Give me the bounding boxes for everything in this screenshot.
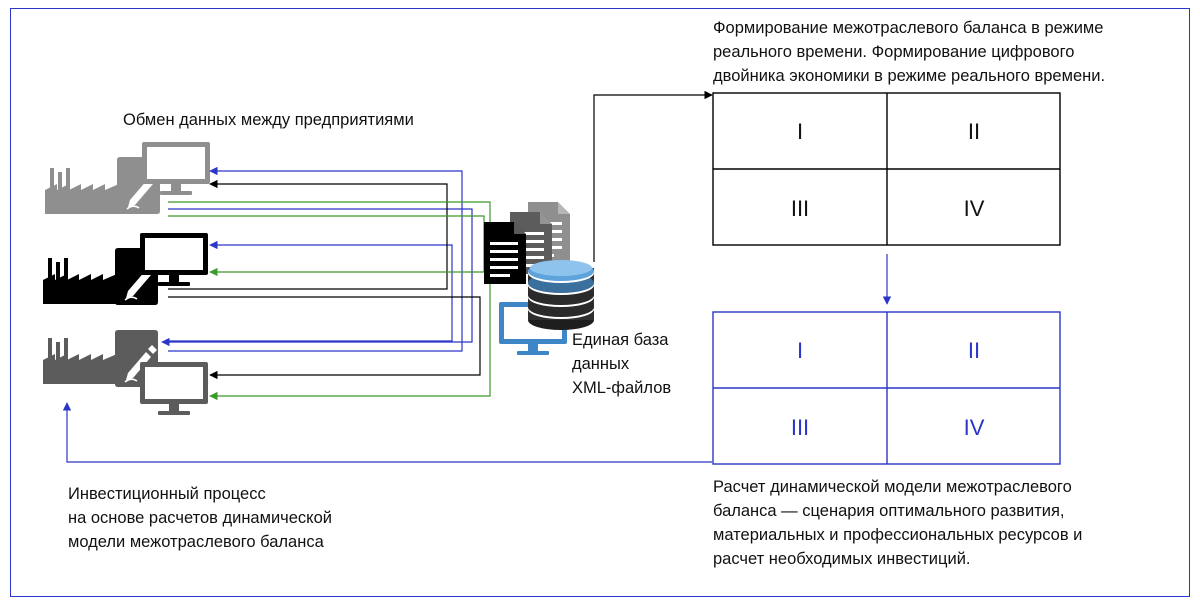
link-black-2 [168,296,481,380]
matrix-cell: I [797,119,803,144]
investment-label: Инвестиционный процесс на основе расчето… [68,485,332,551]
realtime-balance-label: Формирование межотраслевого баланса в ре… [713,19,1106,85]
matrix-cell: III [791,196,809,221]
factory-icon [43,258,117,304]
exchange-label: Обмен данных между предприятиями [123,111,414,129]
diagram-frame [10,8,1190,597]
link-green-2 [168,215,485,277]
matrix-cell: III [791,415,809,440]
link-blue-1 [168,166,463,352]
link-black-1 [168,179,448,290]
balance-matrix-realtime [712,92,1061,246]
link-blue-3 [161,208,473,347]
connections-black [168,179,481,380]
enterprise-2 [43,233,208,306]
enterprise-1 [45,142,210,215]
dynamic-model-label: Расчет динамической модели межотраслевог… [713,478,1083,568]
matrix-cell: II [968,119,980,144]
link-green-1 [168,201,491,401]
matrix-cell: II [968,338,980,363]
matrix-cell: I [797,338,803,363]
matrix-cell: IV [964,415,985,440]
monitor-icon [140,362,208,415]
link-dynamic-to-investment [62,402,712,463]
connections-blue [161,166,473,352]
balance-matrix-dynamic [712,311,1061,465]
factory-icon [43,338,117,384]
connections-green [168,201,491,401]
factory-icon [45,168,119,214]
matrix-cell: IV [964,196,985,221]
database-label: Единая база данных XML-файлов [572,331,672,397]
database-icon [528,260,594,330]
link-db-to-balance [593,90,713,262]
link-blue-2 [168,240,453,342]
enterprise-3 [43,329,208,415]
